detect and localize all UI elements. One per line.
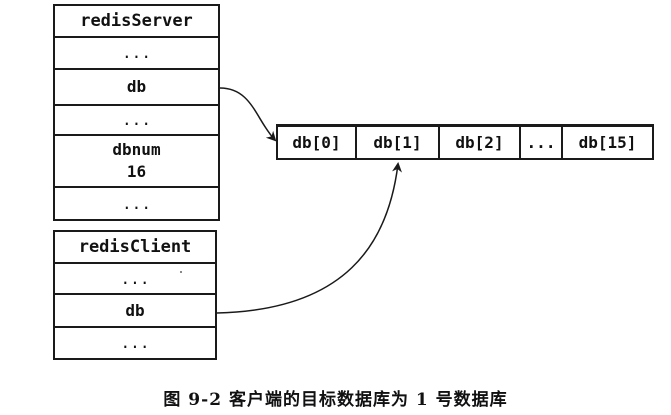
dbnum-value: 16 xyxy=(126,162,147,181)
scan-speck xyxy=(180,271,182,273)
redis-server-ellipsis-3: ... xyxy=(53,188,220,221)
server-db-pointer-arrow xyxy=(219,87,277,142)
redis-server-dbnum-field: dbnum 16 xyxy=(53,136,220,188)
redis-server-ellipsis-2: ... xyxy=(53,106,220,136)
figure-caption: 图 9-2 客户端的目标数据库为 1 号数据库 xyxy=(163,390,508,410)
db-slot-ellipsis: ... xyxy=(521,126,563,158)
db-slot-2: db[2] xyxy=(440,126,521,158)
dbnum-label: dbnum xyxy=(112,140,161,159)
redis-client-db-field: db xyxy=(53,295,217,328)
redis-server-ellipsis-1: ... xyxy=(53,38,220,70)
redis-server-db-field: db xyxy=(53,70,220,106)
db-slot-0: db[0] xyxy=(278,126,357,158)
redis-client-ellipsis-1: ... xyxy=(53,264,217,295)
client-db-pointer-arrow xyxy=(216,162,402,314)
db-slot-1: db[1] xyxy=(357,126,440,158)
redis-server-title: redisServer xyxy=(53,4,220,38)
redis-client-title: redisClient xyxy=(53,230,217,264)
db-array: db[0] db[1] db[2] ... db[15] xyxy=(276,124,654,160)
db-slot-15: db[15] xyxy=(563,126,654,158)
redis-client-ellipsis-2: ... xyxy=(53,328,217,360)
